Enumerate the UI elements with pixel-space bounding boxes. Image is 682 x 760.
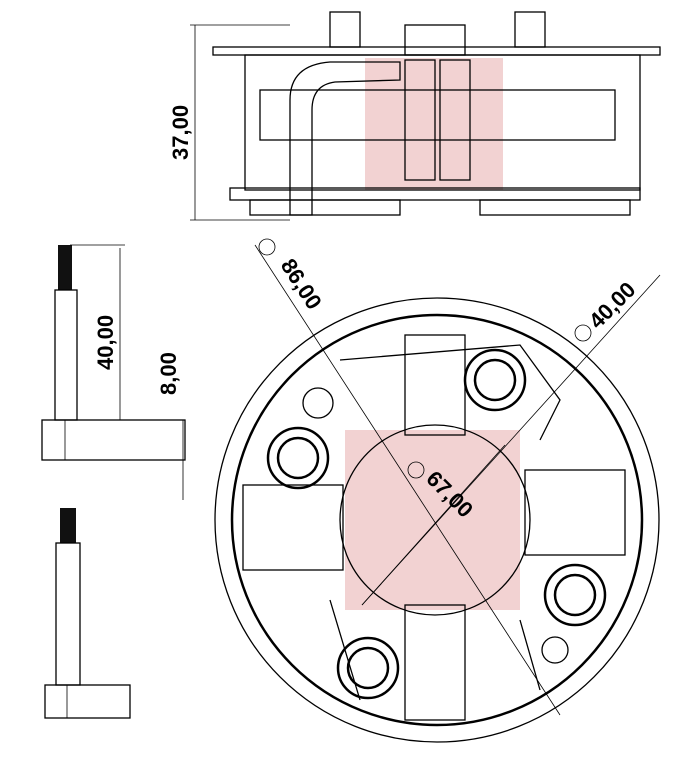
watermark-top [365,58,503,190]
dim-40-diameter: 40,00 [584,277,641,334]
springs [266,348,607,700]
dim-40-length: 40,00 [93,315,118,370]
brush-with-lead-2 [44,508,131,719]
brush-with-lead-1: 40,00 8,00 [41,244,186,500]
dim-8: 8,00 [156,352,181,395]
watermark-center [345,430,520,610]
top-side-view [212,11,661,216]
dim-37: 37,00 [168,105,193,160]
dimension-height: 37,00 [168,24,290,221]
brush-holder-plan-view: 86,00 40,00 67,00 [214,238,661,743]
dim-86-diameter: 86,00 [276,254,327,314]
